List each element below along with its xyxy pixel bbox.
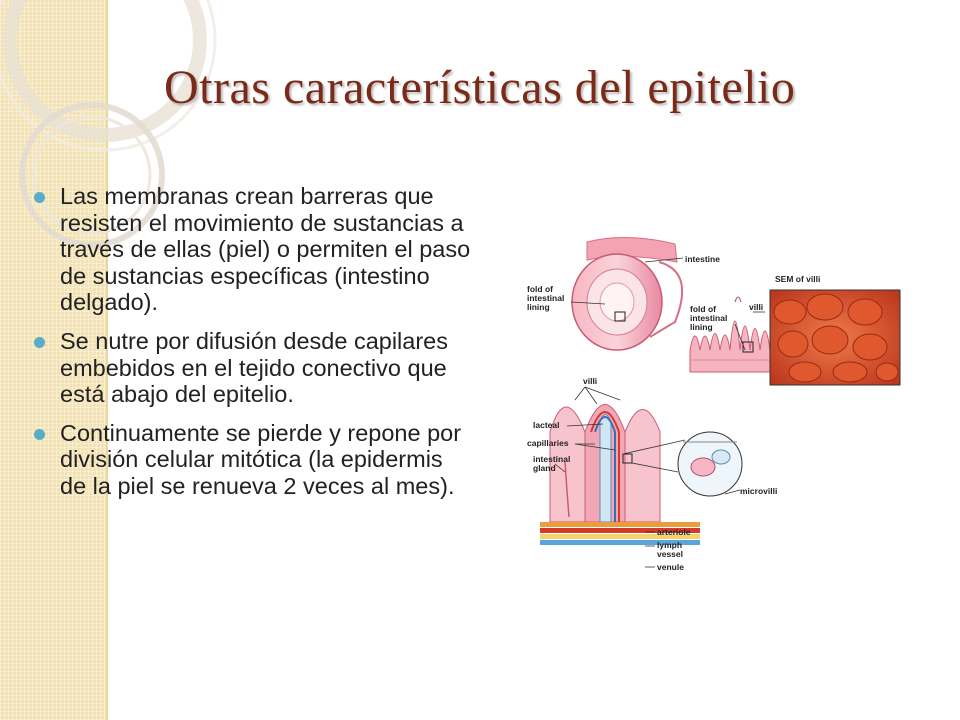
villi-detail <box>540 404 700 545</box>
label-sem: SEM of villi <box>775 274 820 284</box>
bullet-dot-icon <box>34 428 45 440</box>
label-arteriole: arteriole <box>657 527 691 537</box>
intestine-section <box>571 237 684 351</box>
fold-detail <box>689 296 771 373</box>
label-microvilli: microvilli <box>740 486 777 496</box>
bullet-text: Se nutre por difusión desde capilares em… <box>60 327 448 408</box>
label-capillaries: capillaries <box>527 438 569 448</box>
bullet-item: Las membranas crean barreras que resiste… <box>34 183 474 316</box>
label-gland: intestinal gland <box>533 454 573 473</box>
label-venule: venule <box>657 562 684 572</box>
bullet-item: Continuamente se pierde y repone por div… <box>34 420 474 500</box>
label-fold-lining-detail: fold of intestinal lining <box>690 304 730 332</box>
label-fold-lining: fold of intestinal lining <box>527 284 567 312</box>
bullet-text: Las membranas crean barreras que resiste… <box>60 183 471 316</box>
label-villi: villi <box>583 376 597 386</box>
pointer-lines <box>554 257 765 568</box>
intestine-villi-illustration: intestine fold of intestinal lining fold… <box>527 237 901 572</box>
label-lymph: lymph vessel <box>657 540 684 559</box>
bullet-dot-icon <box>34 192 45 203</box>
slide-title: Otras características del epitelio <box>164 61 796 114</box>
sem-photo <box>769 289 901 386</box>
label-villi-top: villi <box>749 302 763 312</box>
label-lacteal: lacteal <box>533 420 559 430</box>
bullet-item: Se nutre por difusión desde capilares em… <box>34 328 474 408</box>
bullet-text: Continuamente se pierde y repone por div… <box>60 419 462 499</box>
label-intestine: intestine <box>685 254 720 264</box>
bullet-list: Las membranas crean barreras que resiste… <box>34 183 474 512</box>
microvilli-detail <box>677 431 743 497</box>
bullet-dot-icon <box>34 336 45 348</box>
